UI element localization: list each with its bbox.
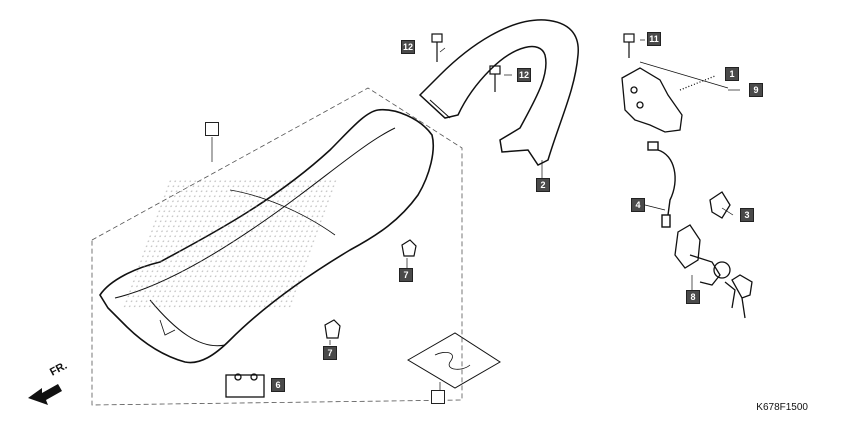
callout-8: 8 <box>686 290 700 304</box>
diagram-code: K678F1500 <box>756 402 808 413</box>
clip-illustration <box>709 191 731 219</box>
seat-assembly-outline <box>91 87 463 406</box>
front-arrow-icon <box>28 384 62 405</box>
callout-7-upper: 7 <box>399 268 413 282</box>
seat-emblem-pattern <box>122 180 340 310</box>
leader-lines <box>211 39 740 345</box>
callout-11: 11 <box>647 32 661 46</box>
damper-illustration <box>225 373 265 398</box>
bolt-illustration <box>431 33 635 92</box>
callout-12-left: 12 <box>401 40 415 54</box>
manual-sheet-illustration <box>407 332 501 392</box>
reference-box-seat <box>205 122 219 136</box>
reference-box-sheet <box>431 390 445 404</box>
latch-illustration <box>621 61 729 133</box>
callout-2: 2 <box>536 178 550 192</box>
callout-1: 1 <box>725 67 739 81</box>
callout-9: 9 <box>749 83 763 97</box>
cushion-illustration <box>324 239 417 339</box>
callout-6: 6 <box>271 378 285 392</box>
cable-illustration <box>647 141 676 228</box>
callout-3: 3 <box>740 208 754 222</box>
callout-12-right: 12 <box>517 68 531 82</box>
seat-lock-illustration <box>674 224 753 319</box>
grab-rail-illustration <box>418 19 579 166</box>
callout-4: 4 <box>631 198 645 212</box>
callout-7-lower: 7 <box>323 346 337 360</box>
